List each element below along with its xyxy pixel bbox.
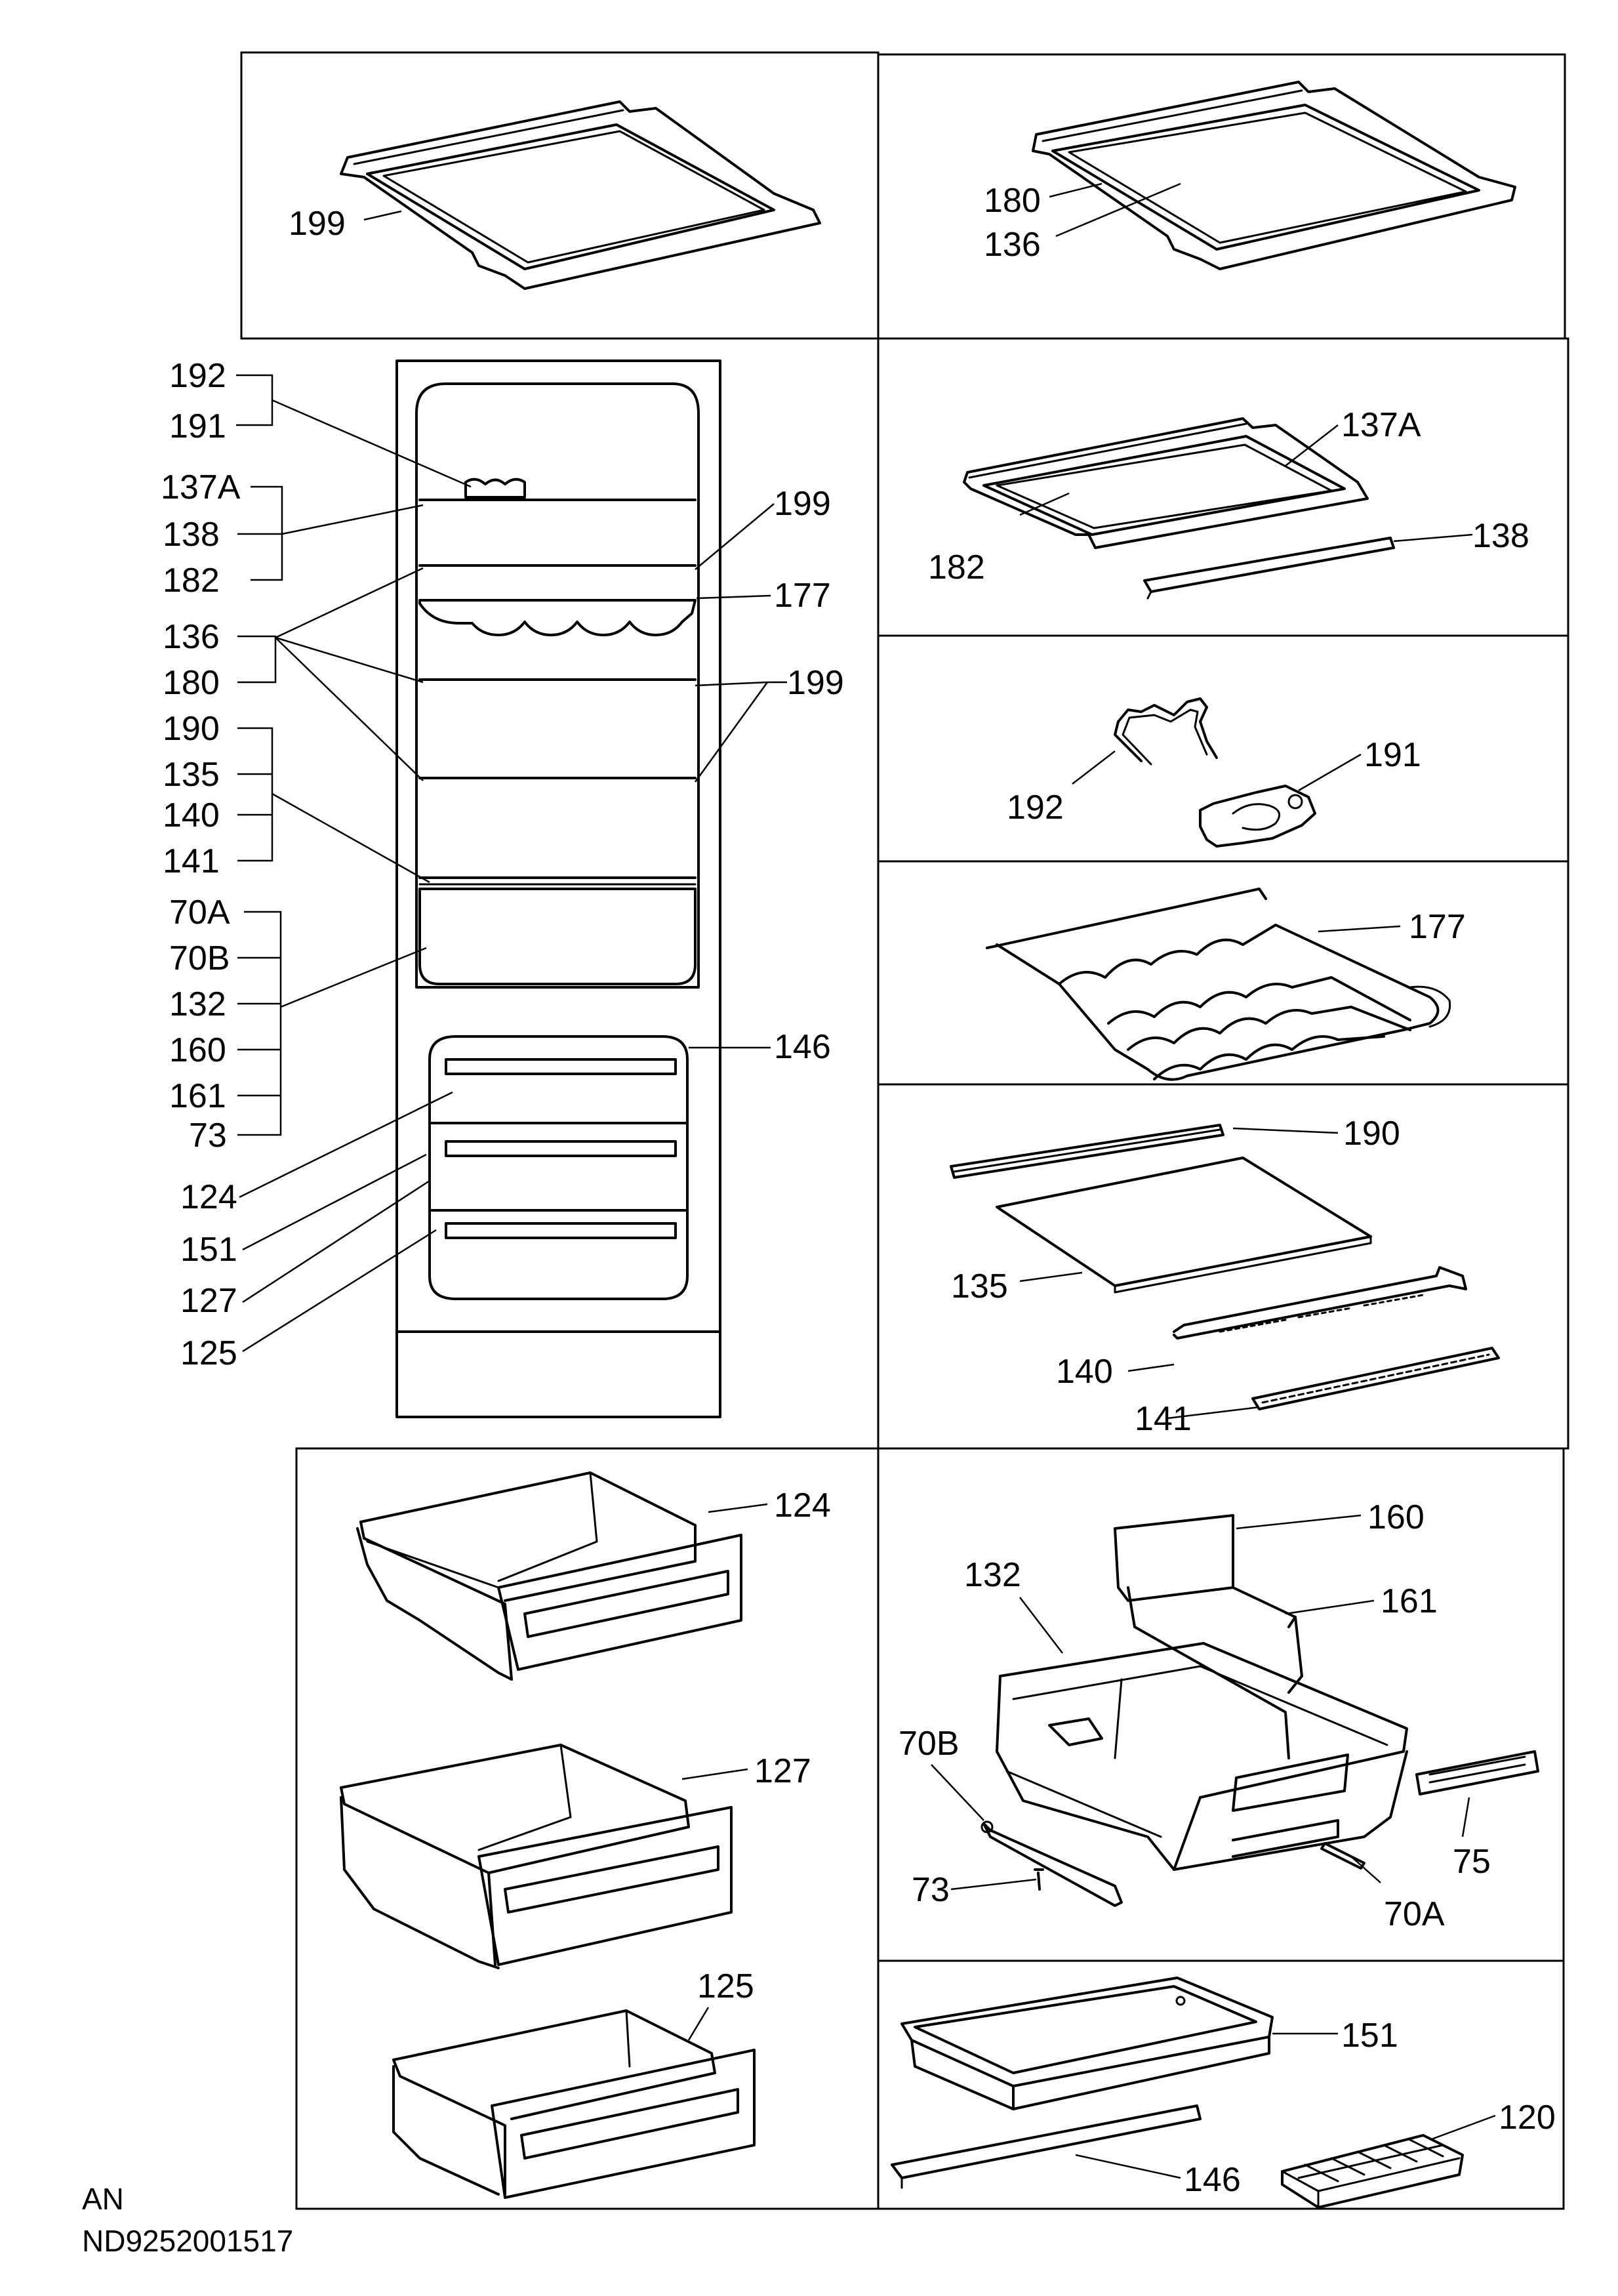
label-180-fridge: 180 — [163, 664, 220, 702]
document-code: ND9252001517 — [82, 2224, 293, 2258]
label-136-top-right: 136 — [984, 226, 1041, 264]
label-70A-bin: 70A — [1384, 1895, 1445, 1933]
label-192-fridge: 192 — [169, 357, 226, 395]
label-120-ice-tray: 120 — [1499, 2099, 1556, 2137]
label-70B-fridge: 70B — [169, 939, 230, 977]
drawer-124 — [356, 1471, 742, 1681]
label-138-fridge: 138 — [163, 516, 220, 554]
label-73-bin: 73 — [912, 1871, 950, 1909]
label-199b-fridge: 199 — [787, 664, 844, 702]
label-151-fridge: 151 — [180, 1231, 237, 1269]
bin-assembly — [981, 1514, 1539, 1907]
label-190-fridge: 190 — [163, 710, 220, 748]
label-141-fridge: 141 — [163, 842, 220, 880]
label-146-strip: 146 — [1184, 2161, 1241, 2199]
label-160-fridge: 160 — [169, 1031, 226, 1069]
label-136-fridge: 136 — [163, 618, 220, 656]
shelf-180-136-top-right — [1032, 81, 1516, 270]
label-125-drawer: 125 — [697, 1967, 754, 2005]
label-182-shelf: 182 — [928, 548, 985, 586]
fridge-right-label-group: 199 177 199 146 — [689, 485, 844, 1066]
label-140-glass: 140 — [1056, 1353, 1113, 1391]
shelf-199-top-left — [340, 100, 821, 290]
wine-rack-177 — [986, 888, 1451, 1081]
vent-dots-140 — [1219, 1294, 1425, 1333]
label-75-bin: 75 — [1453, 1843, 1491, 1881]
label-70A-fridge: 70A — [169, 893, 230, 932]
code-small-an: AN — [82, 2182, 124, 2216]
label-180-top-right: 180 — [984, 182, 1041, 220]
label-190-glass: 190 — [1343, 1115, 1400, 1153]
label-199-top-left: 199 — [289, 205, 346, 243]
label-70B-bin: 70B — [899, 1725, 960, 1763]
label-141-glass: 141 — [1135, 1400, 1192, 1438]
label-135-glass: 135 — [951, 1267, 1008, 1305]
label-125-fridge: 125 — [180, 1334, 237, 1372]
shelf-137A-182-138 — [963, 417, 1395, 600]
label-140-fridge: 140 — [163, 796, 220, 834]
label-127-drawer: 127 — [754, 1752, 811, 1790]
label-146-fridge: 146 — [774, 1028, 831, 1066]
label-199a-fridge: 199 — [774, 485, 831, 523]
fridge-left-label-group: 192 191 137A 138 182 136 180 190 135 140… — [161, 357, 472, 1372]
label-135-fridge: 135 — [163, 756, 220, 794]
label-192-clip: 192 — [1007, 789, 1064, 827]
label-177-fridge: 177 — [774, 577, 831, 615]
drawer-125 — [392, 2009, 756, 2199]
panel-frames — [240, 51, 1569, 2210]
strip-146 — [891, 2104, 1202, 2189]
label-161-bin: 161 — [1381, 1582, 1438, 1620]
label-73-fridge: 73 — [189, 1117, 227, 1155]
label-161-fridge: 161 — [169, 1077, 226, 1115]
label-124-drawer: 124 — [774, 1486, 831, 1525]
ice-tray-120 — [1281, 2134, 1464, 2209]
glass-shelf-parts — [950, 1124, 1500, 1410]
label-182-fridge: 182 — [163, 562, 220, 600]
label-132-bin: 132 — [964, 1556, 1021, 1594]
label-132-fridge: 132 — [169, 985, 226, 1023]
label-124-fridge: 124 — [180, 1178, 237, 1216]
label-151-tray: 151 — [1341, 2017, 1398, 2055]
label-191-clip: 191 — [1364, 736, 1421, 774]
drawer-127 — [340, 1744, 733, 1969]
clips-191-192 — [1114, 697, 1316, 848]
tray-151 — [900, 1977, 1274, 2110]
label-137A-fridge: 137A — [161, 468, 241, 506]
label-160-bin: 160 — [1367, 1498, 1425, 1536]
label-191-fridge: 191 — [169, 407, 226, 445]
label-138-shelf: 138 — [1472, 517, 1529, 555]
label-177-rack: 177 — [1409, 908, 1466, 946]
label-137A-shelf: 137A — [1341, 406, 1421, 444]
fridge-overview — [395, 359, 721, 1418]
label-127-fridge: 127 — [180, 1282, 237, 1320]
